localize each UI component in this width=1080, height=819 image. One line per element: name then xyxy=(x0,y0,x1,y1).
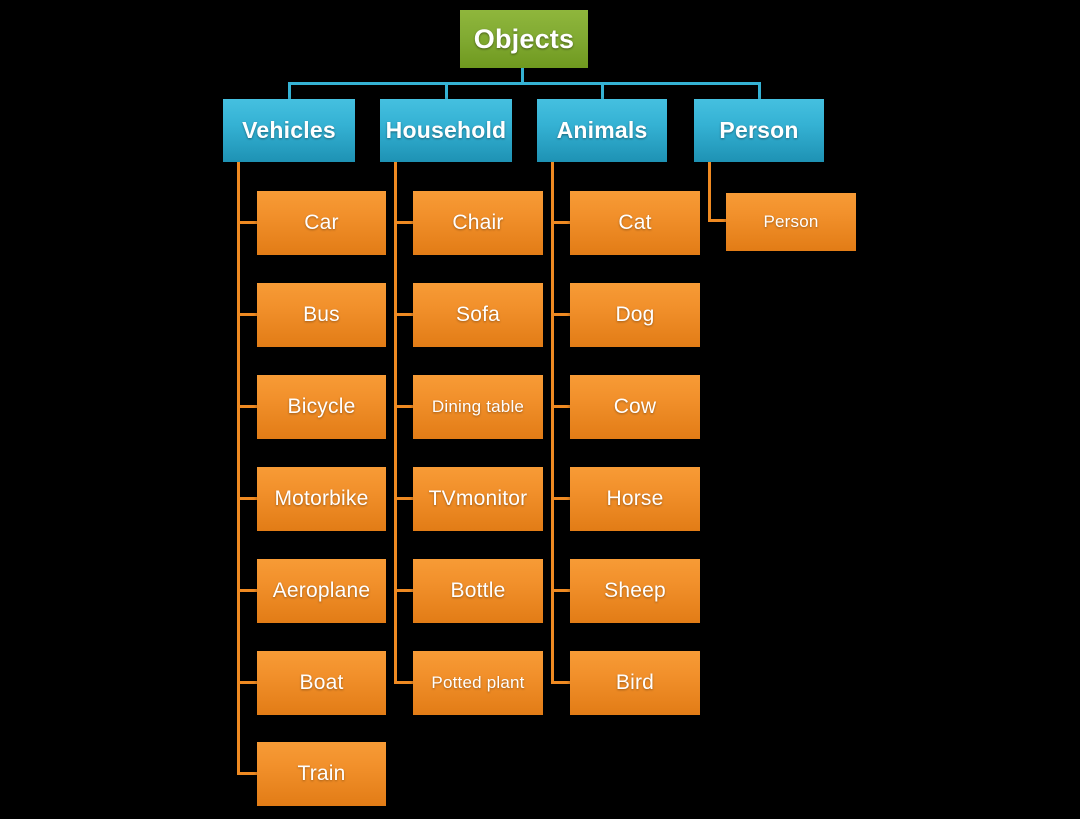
elbow-vehicles-bicycle xyxy=(237,405,258,408)
elbow-animals-sheep xyxy=(551,589,572,592)
connector-root-bus xyxy=(288,82,761,85)
elbow-animals-bird xyxy=(551,681,572,684)
node-leaf-dining-table[interactable]: Dining table xyxy=(413,375,543,439)
spine-person xyxy=(708,162,711,222)
node-leaf-sheep[interactable]: Sheep xyxy=(570,559,700,623)
node-leaf-bird[interactable]: Bird xyxy=(570,651,700,715)
node-objects-root[interactable]: Objects xyxy=(460,10,588,68)
elbow-vehicles-boat xyxy=(237,681,258,684)
node-leaf-chair[interactable]: Chair xyxy=(413,191,543,255)
connector-drop-animals xyxy=(601,82,604,100)
elbow-vehicles-aeroplane xyxy=(237,589,258,592)
node-leaf-cow[interactable]: Cow xyxy=(570,375,700,439)
node-leaf-car[interactable]: Car xyxy=(257,191,386,255)
node-leaf-sofa[interactable]: Sofa xyxy=(413,283,543,347)
elbow-household-potted-plant xyxy=(394,681,415,684)
node-leaf-motorbike[interactable]: Motorbike xyxy=(257,467,386,531)
connector-root-stem xyxy=(521,68,524,84)
elbow-vehicles-bus xyxy=(237,313,258,316)
elbow-household-dining-table xyxy=(394,405,415,408)
node-category-household[interactable]: Household xyxy=(380,99,512,162)
elbow-vehicles-train xyxy=(237,772,258,775)
node-leaf-bottle[interactable]: Bottle xyxy=(413,559,543,623)
elbow-animals-dog xyxy=(551,313,572,316)
node-category-animals[interactable]: Animals xyxy=(537,99,667,162)
connector-drop-person xyxy=(758,82,761,100)
node-leaf-potted-plant[interactable]: Potted plant xyxy=(413,651,543,715)
elbow-vehicles-car xyxy=(237,221,258,224)
elbow-person-person xyxy=(708,219,729,222)
elbow-household-chair xyxy=(394,221,415,224)
node-leaf-cat[interactable]: Cat xyxy=(570,191,700,255)
node-leaf-train[interactable]: Train xyxy=(257,742,386,806)
node-leaf-bus[interactable]: Bus xyxy=(257,283,386,347)
node-leaf-dog[interactable]: Dog xyxy=(570,283,700,347)
connector-drop-vehicles xyxy=(288,82,291,100)
node-leaf-bicycle[interactable]: Bicycle xyxy=(257,375,386,439)
spine-household xyxy=(394,162,397,682)
elbow-animals-cow xyxy=(551,405,572,408)
node-leaf-boat[interactable]: Boat xyxy=(257,651,386,715)
node-leaf-person[interactable]: Person xyxy=(726,193,856,251)
node-leaf-tvmonitor[interactable]: TVmonitor xyxy=(413,467,543,531)
node-category-person[interactable]: Person xyxy=(694,99,824,162)
connector-drop-household xyxy=(445,82,448,100)
elbow-animals-horse xyxy=(551,497,572,500)
node-category-vehicles[interactable]: Vehicles xyxy=(223,99,355,162)
spine-vehicles xyxy=(237,162,240,774)
elbow-vehicles-motorbike xyxy=(237,497,258,500)
node-leaf-aeroplane[interactable]: Aeroplane xyxy=(257,559,386,623)
node-leaf-horse[interactable]: Horse xyxy=(570,467,700,531)
elbow-animals-cat xyxy=(551,221,572,224)
elbow-household-bottle xyxy=(394,589,415,592)
spine-animals xyxy=(551,162,554,682)
elbow-household-tvmonitor xyxy=(394,497,415,500)
elbow-household-sofa xyxy=(394,313,415,316)
